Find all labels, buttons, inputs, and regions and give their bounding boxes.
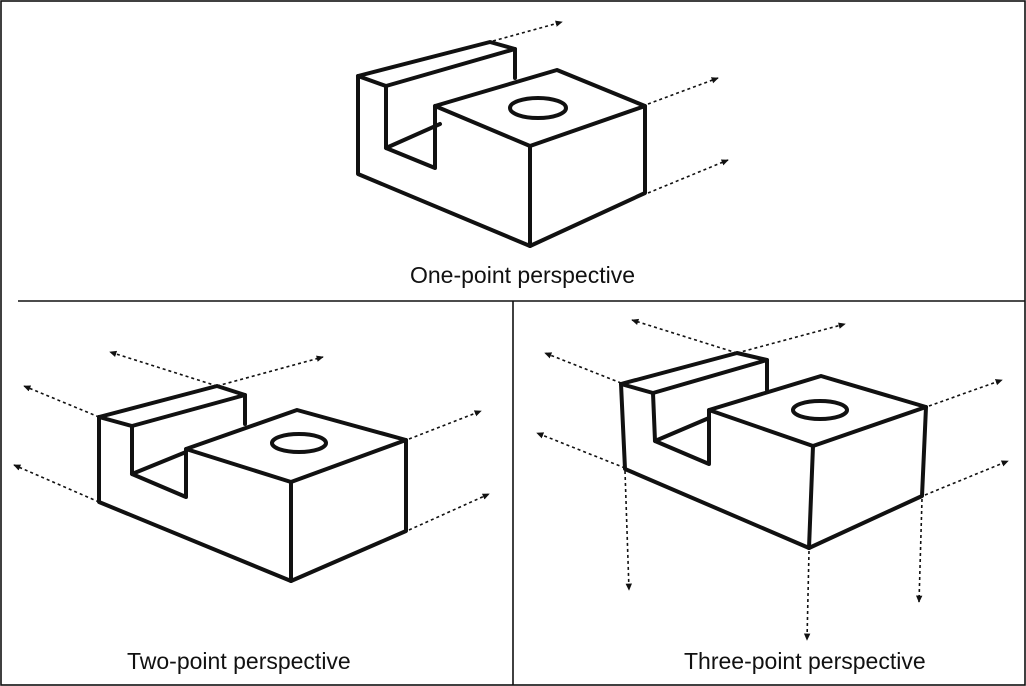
three-point-hole bbox=[791, 399, 849, 421]
two-point-ray-right-1 bbox=[216, 355, 324, 387]
one-point-box-top-edges bbox=[433, 104, 647, 148]
two-point-ray-right-3 bbox=[408, 493, 490, 531]
two-point-slot-floor bbox=[130, 450, 188, 476]
three-point-slot-floor bbox=[653, 416, 711, 443]
three-point-ray-down-2 bbox=[803, 550, 811, 641]
one-point-outline bbox=[356, 40, 647, 248]
two-point-ray-left-3 bbox=[13, 464, 100, 503]
three-point-outline bbox=[619, 351, 928, 550]
three-point-caption: Three-point perspective bbox=[684, 648, 926, 674]
two-point-box-top-edges bbox=[184, 438, 408, 484]
one-point-ray-3 bbox=[647, 159, 729, 194]
two-point-block bbox=[13, 350, 490, 583]
two-point-ray-left-2 bbox=[23, 385, 100, 418]
three-point-ray-left-2 bbox=[544, 352, 622, 384]
one-point-block bbox=[356, 20, 729, 248]
one-point-ray-1 bbox=[492, 20, 563, 42]
three-point-wall-top bbox=[619, 382, 655, 395]
three-point-box-top-edges bbox=[707, 405, 928, 448]
two-point-outline bbox=[97, 384, 408, 583]
three-point-ray-right-1 bbox=[736, 322, 846, 354]
three-point-ray-right-3 bbox=[924, 460, 1009, 496]
three-point-ray-right-2 bbox=[928, 379, 1003, 407]
two-point-ray-right-2 bbox=[408, 410, 482, 440]
three-point-box-corner bbox=[807, 444, 815, 550]
two-point-caption: Two-point perspective bbox=[127, 648, 351, 674]
one-point-hole bbox=[508, 96, 568, 120]
one-point-caption: One-point perspective bbox=[410, 262, 636, 288]
three-point-ray-left-3 bbox=[536, 432, 626, 469]
one-point-slot-floor bbox=[384, 122, 442, 150]
three-point-block bbox=[536, 318, 1009, 641]
two-point-ray-left-1 bbox=[109, 350, 218, 387]
three-point-ray-down-1 bbox=[624, 470, 632, 591]
two-point-hole bbox=[270, 432, 328, 454]
three-point-ray-left-1 bbox=[631, 318, 738, 354]
three-point-ray-down-3 bbox=[915, 498, 923, 603]
one-point-ray-2 bbox=[647, 77, 719, 105]
two-point-wall-top bbox=[97, 415, 134, 428]
one-point-wall-top bbox=[356, 74, 388, 88]
